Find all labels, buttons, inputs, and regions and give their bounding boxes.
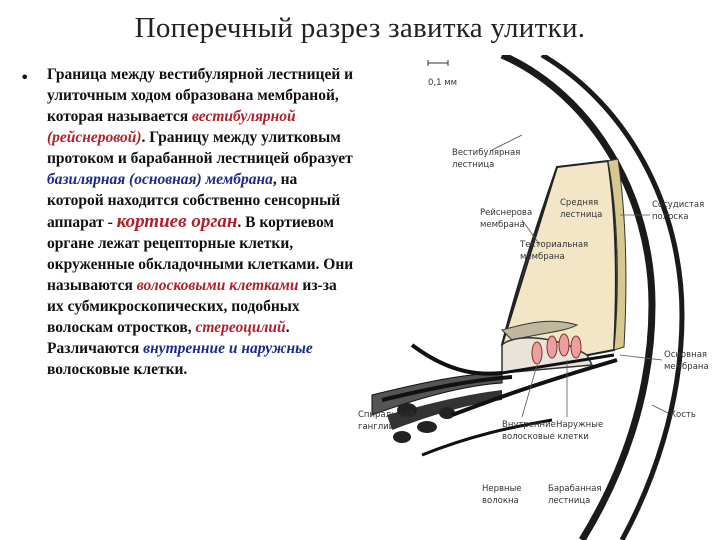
label-basilar-1: Основная bbox=[664, 350, 707, 360]
label-vascular-stripe-2: полоска bbox=[652, 212, 688, 222]
text-part-4: . В кортиевом органе лежат рецепторные к… bbox=[47, 214, 354, 294]
term-basilar: базилярная (основная) мембрана bbox=[47, 171, 273, 188]
text-part-3: , на которой находится собственно сенсор… bbox=[47, 171, 341, 231]
label-middle-scala-1: Средняя bbox=[560, 198, 598, 208]
reissner-membrane-line bbox=[501, 166, 558, 346]
cochlea-diagram: 0,1 мм Вестибулярная лестница Рейснерова… bbox=[358, 55, 709, 540]
label-reissner-2: мембрана bbox=[480, 220, 525, 230]
leader-vestibular bbox=[489, 134, 523, 152]
label-tectorial-1: Текториальная bbox=[519, 240, 588, 250]
label-nerve-fibers-1: Нервные bbox=[482, 484, 522, 494]
hair-cell-2 bbox=[546, 335, 558, 359]
term-hair-cells: волосковыми клетками bbox=[136, 277, 299, 294]
label-basilar-2: мембрана bbox=[664, 362, 709, 372]
nerve-fiber-1 bbox=[381, 375, 513, 402]
label-spiral-ganglion-1: Спиральный bbox=[358, 410, 414, 420]
bone-edge-1 bbox=[410, 343, 503, 376]
basilar-membrane-line bbox=[501, 353, 615, 375]
text-part-6: . Различаются bbox=[47, 319, 290, 357]
label-tympanic-scala-2: лестница bbox=[548, 496, 590, 506]
body-paragraph: Граница между вестибулярной лестницей и … bbox=[47, 64, 355, 380]
label-vascular-stripe-1: Сосудистая bbox=[652, 200, 704, 210]
scale-label: 0,1 мм bbox=[428, 78, 457, 88]
text-part-7: волосковые клетки. bbox=[47, 361, 188, 378]
label-reissner-1: Рейснерова bbox=[480, 208, 532, 218]
text-part-2: . Границу между улитковым протоком и бар… bbox=[47, 129, 353, 167]
bone-edge-2 bbox=[451, 358, 618, 417]
ganglion-cell-1 bbox=[397, 403, 417, 417]
leader-bone bbox=[651, 404, 669, 414]
term-stereocilia: стереоцилий bbox=[195, 319, 286, 336]
label-outer-hair: Наружные bbox=[556, 420, 603, 430]
label-tectorial-2: мембрана bbox=[520, 252, 565, 262]
ganglion-cell-4 bbox=[439, 407, 455, 419]
bullet-marker: • bbox=[20, 68, 30, 87]
term-reissner: вестибулярной (рейснеровой) bbox=[47, 108, 296, 146]
leader-inner-hair bbox=[521, 364, 538, 418]
text-part-1: Граница между вестибулярной лестницей и … bbox=[47, 66, 354, 125]
leader-reissner bbox=[521, 219, 541, 246]
hair-cell-1 bbox=[531, 341, 543, 365]
vascular-stripe-region bbox=[607, 158, 627, 351]
label-tympanic-scala-1: Барабанная bbox=[548, 484, 602, 494]
bone-edge-3 bbox=[421, 418, 553, 457]
leader-basilar bbox=[619, 354, 663, 361]
label-spiral-ganglion-2: ганглий bbox=[358, 422, 394, 432]
outer-wall-2 bbox=[540, 55, 685, 540]
tectorial-membrane-shape bbox=[501, 320, 579, 341]
term-inner-outer: внутренние и наружные bbox=[143, 340, 313, 357]
label-nerve-fibers-2: волокна bbox=[482, 496, 519, 506]
hair-cell-3 bbox=[558, 333, 570, 357]
page-title: Поперечный разрез завитка улитки. bbox=[134, 12, 586, 44]
text-part-5: из-за их субмикроскопических, подобных в… bbox=[47, 277, 337, 336]
label-bone: Кость bbox=[670, 410, 696, 420]
label-hair-cells: волосковые клетки bbox=[502, 432, 589, 442]
label-inner-hair: Внутренние bbox=[502, 420, 556, 430]
term-corti-organ: кортиев орган bbox=[116, 211, 238, 232]
label-vestibular-scala-2: лестница bbox=[452, 160, 494, 170]
hair-cell-4 bbox=[570, 335, 582, 359]
outer-wall-1 bbox=[500, 55, 656, 540]
ganglion-cell-3 bbox=[393, 431, 411, 443]
ganglion-cell-2 bbox=[417, 421, 437, 433]
label-vestibular-scala-1: Вестибулярная bbox=[452, 148, 520, 158]
label-middle-scala-2: лестница bbox=[560, 210, 602, 220]
